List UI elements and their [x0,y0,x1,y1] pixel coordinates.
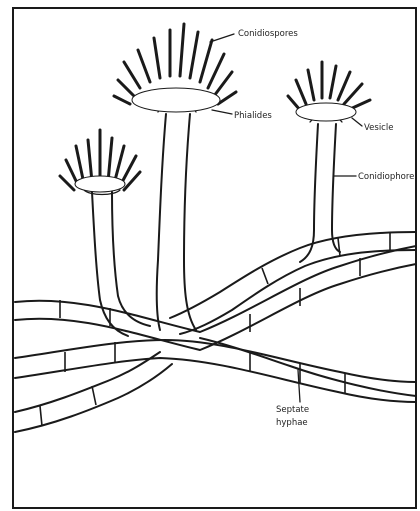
label-phialides: Phialides [234,111,272,121]
conidiophore-center [114,24,236,330]
label-vesicle: Vesicle [364,123,393,133]
label-conidiospores: Conidiospores [238,29,298,39]
label-septate: Septate [276,405,309,415]
conidiophore-right [288,62,370,262]
conidiophore-left [60,130,150,336]
figure-frame [13,8,416,508]
septate-hyphae [15,232,416,432]
label-hyphae: hyphae [276,418,308,428]
label-conidiophore: Conidiophore [358,172,414,182]
